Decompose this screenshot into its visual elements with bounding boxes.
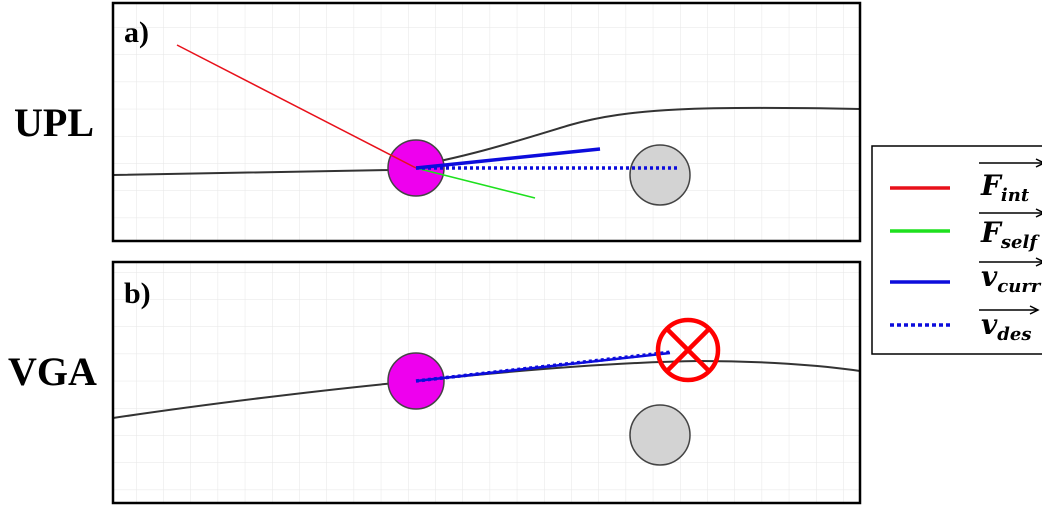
legend-symbol-f: F [980, 169, 1003, 202]
arrow-icon [1035, 257, 1042, 267]
legend-item-f-self: Fself [890, 208, 1042, 253]
panel-b-frame [111, 260, 862, 505]
svg-text:vcurr: vcurr [981, 260, 1042, 297]
panel-a-obstacle [629, 144, 691, 206]
panel-b-v-curr-vector [415, 351, 671, 383]
legend-symbol-v: v [981, 308, 998, 341]
svg-text:vdes: vdes [981, 308, 1031, 345]
arrow-icon [1035, 208, 1042, 218]
legend-subscript-curr: curr [997, 276, 1042, 297]
panel-a-frame [111, 1, 862, 243]
arrow-icon [1029, 305, 1040, 315]
legend-subscript-self: self [1000, 232, 1040, 253]
arrow-icon [1035, 158, 1042, 168]
panel-b-grid [113, 262, 860, 503]
row-label-upl: UPL [14, 100, 94, 145]
legend-item-v-curr: vcurr [890, 257, 1042, 297]
crossed-circle-icon [655, 317, 721, 383]
panel-a-path-line [113, 106, 860, 176]
legend-item-f-int: Fint [890, 158, 1042, 206]
svg-text:Fself: Fself [980, 216, 1040, 253]
row-label-vga: VGA [8, 349, 97, 394]
panel-a: a) [111, 1, 862, 243]
legend-symbol-f: F [980, 216, 1003, 249]
panel-a-v-curr-vector [415, 147, 601, 170]
panel-a-force-self-vector [415, 167, 536, 199]
legend-frame [871, 145, 1042, 355]
panel-b-obstacle [629, 404, 691, 466]
panel-b-label: b) [124, 277, 151, 310]
panel-a-grid [113, 3, 860, 241]
legend-symbol-v: v [981, 260, 998, 293]
svg-text:Fint: Fint [980, 169, 1030, 206]
panel-b-path-line [113, 359, 860, 419]
legend-subscript-int: int [1001, 185, 1030, 206]
panel-a-label: a) [124, 16, 149, 49]
legend-subscript-des: des [997, 324, 1031, 345]
panel-a-force-int-vector [176, 44, 417, 169]
legend-item-v-des: vdes [890, 305, 1040, 345]
legend: Fint Fself vcurr vdes [871, 145, 1042, 355]
panel-b: b) [111, 260, 862, 505]
